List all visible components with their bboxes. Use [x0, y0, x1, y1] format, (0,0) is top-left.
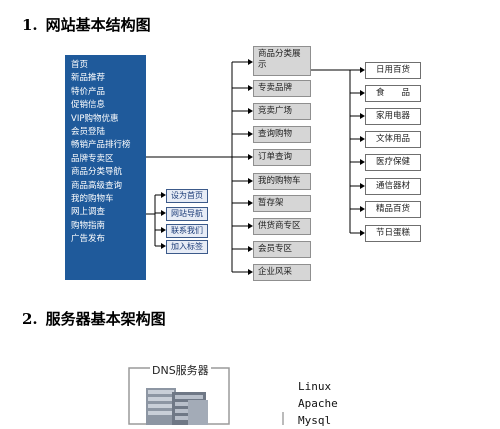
subcategory-box-food: 食 品: [365, 85, 421, 102]
nav-item-survey: 网上调查: [71, 207, 106, 218]
category-box-product-display: 商品分类展示: [253, 46, 311, 76]
site-nav-list: 首页 新品推荐 特价产品 促销信息 VIP购物优惠 会员登陆 畅销产品排行榜 品…: [71, 59, 131, 247]
section-heading-server-architecture: 2.服务器基本架构图: [22, 310, 166, 328]
category-box-auction-plaza: 竞卖广场: [253, 103, 311, 120]
site-nav-panel: [65, 55, 146, 280]
nav-item-promotions: 促销信息: [71, 100, 106, 111]
server-software-stack: Linux Apache Mysql: [298, 378, 338, 429]
nav-item-category-nav: 商品分类导航: [71, 167, 123, 178]
quick-link-site-nav: 网站导航: [166, 207, 208, 221]
subcategory-box-boutique: 精品百货: [365, 201, 421, 218]
nav-item-vip-discount: VIP购物优惠: [71, 113, 119, 124]
dns-server-label: DNS服务器: [150, 362, 211, 378]
nav-item-cart: 我的购物车: [71, 194, 114, 205]
category-box-search-shopping: 查询购物: [253, 126, 311, 143]
stack-item-apache: Apache: [298, 397, 338, 410]
category-box-supplier-zone: 供货商专区: [253, 218, 311, 235]
quick-link-contact-us: 联系我们: [166, 224, 208, 238]
quick-link-add-bookmark: 加入标签: [166, 240, 208, 254]
stack-item-linux: Linux: [298, 380, 332, 393]
section-heading-site-structure: 1.网站基本结构图: [22, 16, 151, 34]
subcategory-box-telecom: 通信器材: [365, 178, 421, 195]
nav-item-member-login: 会员登陆: [71, 127, 106, 138]
nav-item-home: 首页: [71, 60, 89, 70]
category-box-order-query: 订单查询: [253, 149, 311, 166]
category-box-holding-shelf: 暂存架: [253, 195, 311, 212]
nav-item-shopping-guide: 购物指南: [71, 220, 106, 231]
quick-link-set-home: 设为首页: [166, 189, 208, 203]
category-box-my-cart: 我的购物车: [253, 173, 311, 190]
nav-item-special-products: 特价产品: [71, 86, 106, 97]
subcategory-box-healthcare: 医疗保健: [365, 154, 421, 171]
subcategory-box-holiday-cakes: 节日蛋糕: [365, 225, 421, 242]
subcategory-box-daily-goods: 日用百货: [365, 62, 421, 79]
stack-item-mysql: Mysql: [298, 414, 332, 427]
nav-item-bestsellers: 畅销产品排行榜: [71, 140, 131, 151]
category-box-member-zone: 会员专区: [253, 241, 311, 258]
nav-item-advanced-search: 商品高级查询: [71, 180, 123, 191]
category-box-company-profile: 企业风采: [253, 264, 311, 281]
dns-server-rack-icon: [128, 367, 284, 425]
nav-item-ad-publish: 广告发布: [71, 234, 106, 245]
subcategory-box-sports-stationery: 文体用品: [365, 131, 421, 148]
subcategory-box-appliances: 家用电器: [365, 108, 421, 125]
category-box-brand-store: 专卖品牌: [253, 80, 311, 97]
nav-item-new-products: 新品推荐: [71, 73, 106, 84]
nav-item-brand-zone: 品牌专卖区: [71, 153, 114, 164]
